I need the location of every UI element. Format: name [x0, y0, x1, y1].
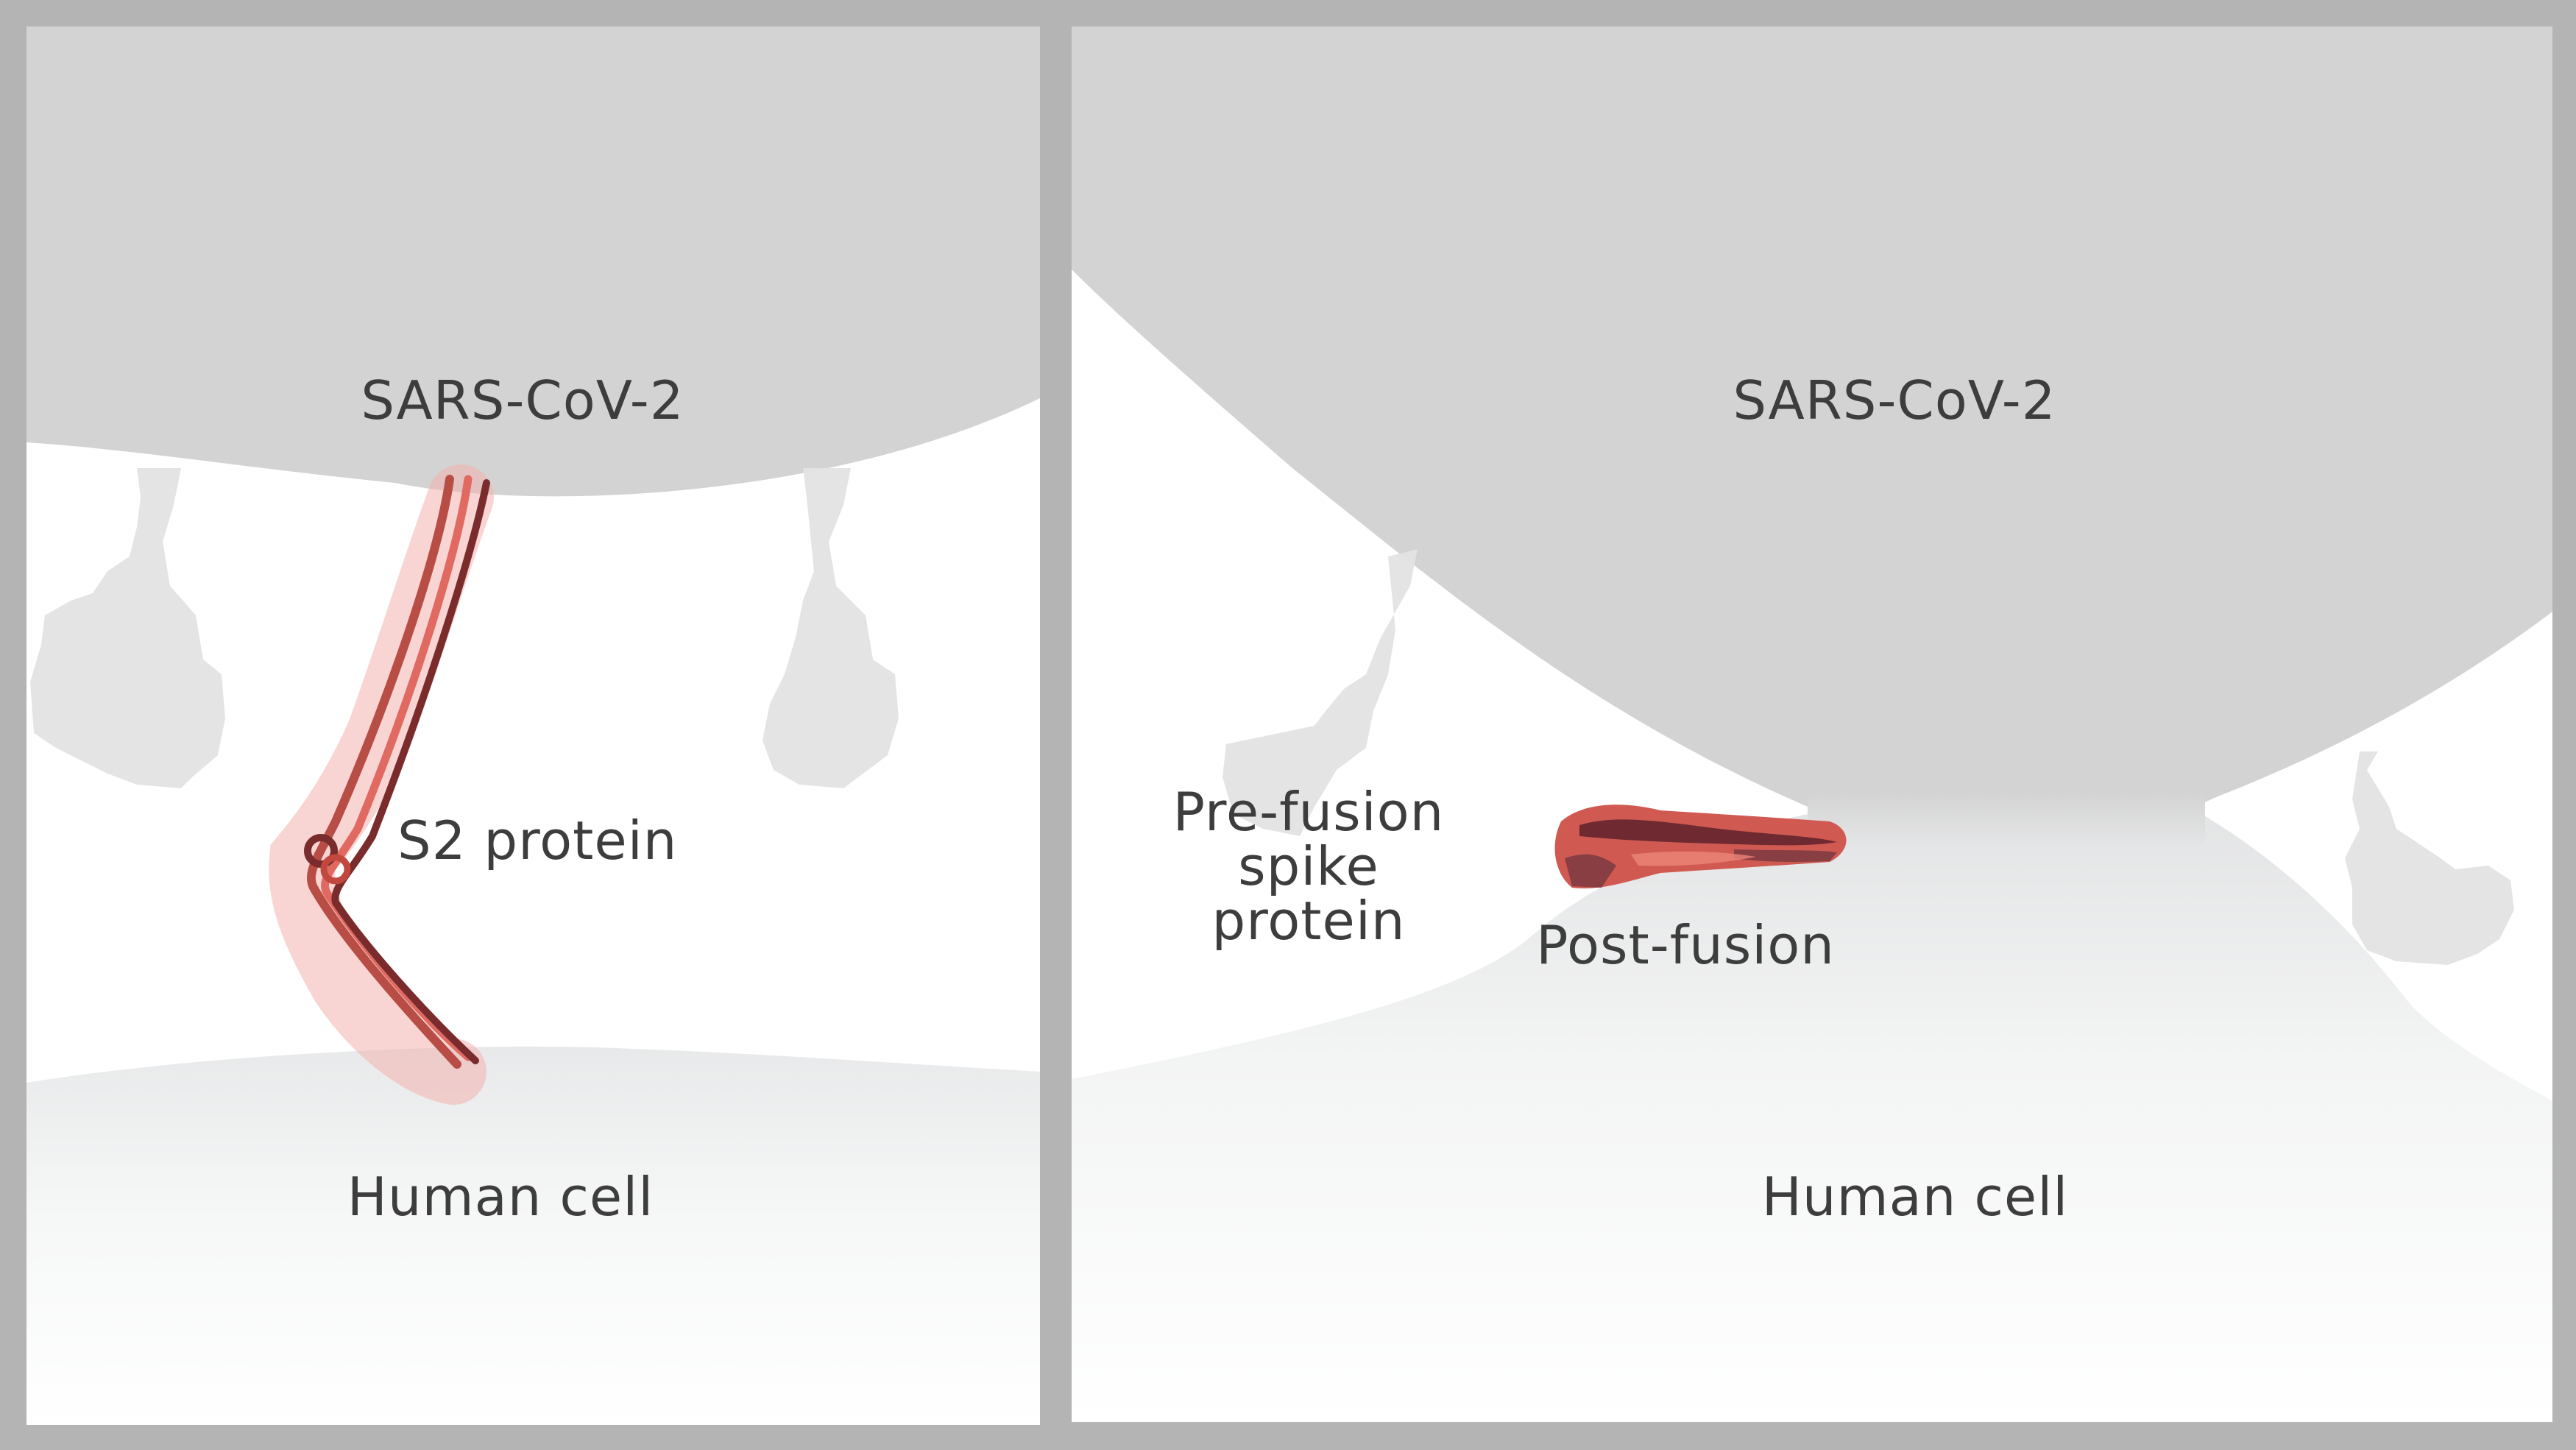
right-panel: SARS-CoV-2 Pre-fusion spike protein Post… [1072, 26, 2552, 1422]
ghost-spike-icon [30, 468, 225, 788]
virus-label-left: SARS-CoV-2 [361, 369, 684, 431]
ghost-spike-icon [762, 468, 899, 788]
prefusion-spike-label: Pre-fusion spike protein [1173, 785, 1445, 948]
post-fusion-protein-icon [1554, 804, 1847, 888]
ghost-spike-icon [2345, 751, 2514, 965]
human-cell-membrane [26, 1046, 1040, 1425]
ghost-spike-icon [1222, 549, 1418, 836]
virus-membrane [26, 26, 1040, 497]
right-scene [1072, 26, 2552, 1422]
human-cell-label-left: Human cell [347, 1166, 654, 1228]
s2-protein-label: S2 protein [397, 810, 678, 871]
prefusion-label-line: protein [1211, 890, 1406, 952]
prefusion-label-line: Pre-fusion [1172, 781, 1445, 843]
virus-membrane [1072, 26, 2552, 825]
post-fusion-label: Post-fusion [1536, 914, 1835, 976]
fusion-pore [1808, 792, 2205, 851]
left-scene [26, 26, 1040, 1425]
human-cell-membrane [1072, 814, 2552, 1422]
left-panel: SARS-CoV-2 S2 protein Human cell [26, 26, 1040, 1425]
virus-label-right: SARS-CoV-2 [1733, 369, 2056, 431]
prefusion-label-line: spike [1238, 835, 1379, 897]
human-cell-label-right: Human cell [1761, 1166, 2069, 1228]
s2-protein-icon [269, 464, 494, 1105]
